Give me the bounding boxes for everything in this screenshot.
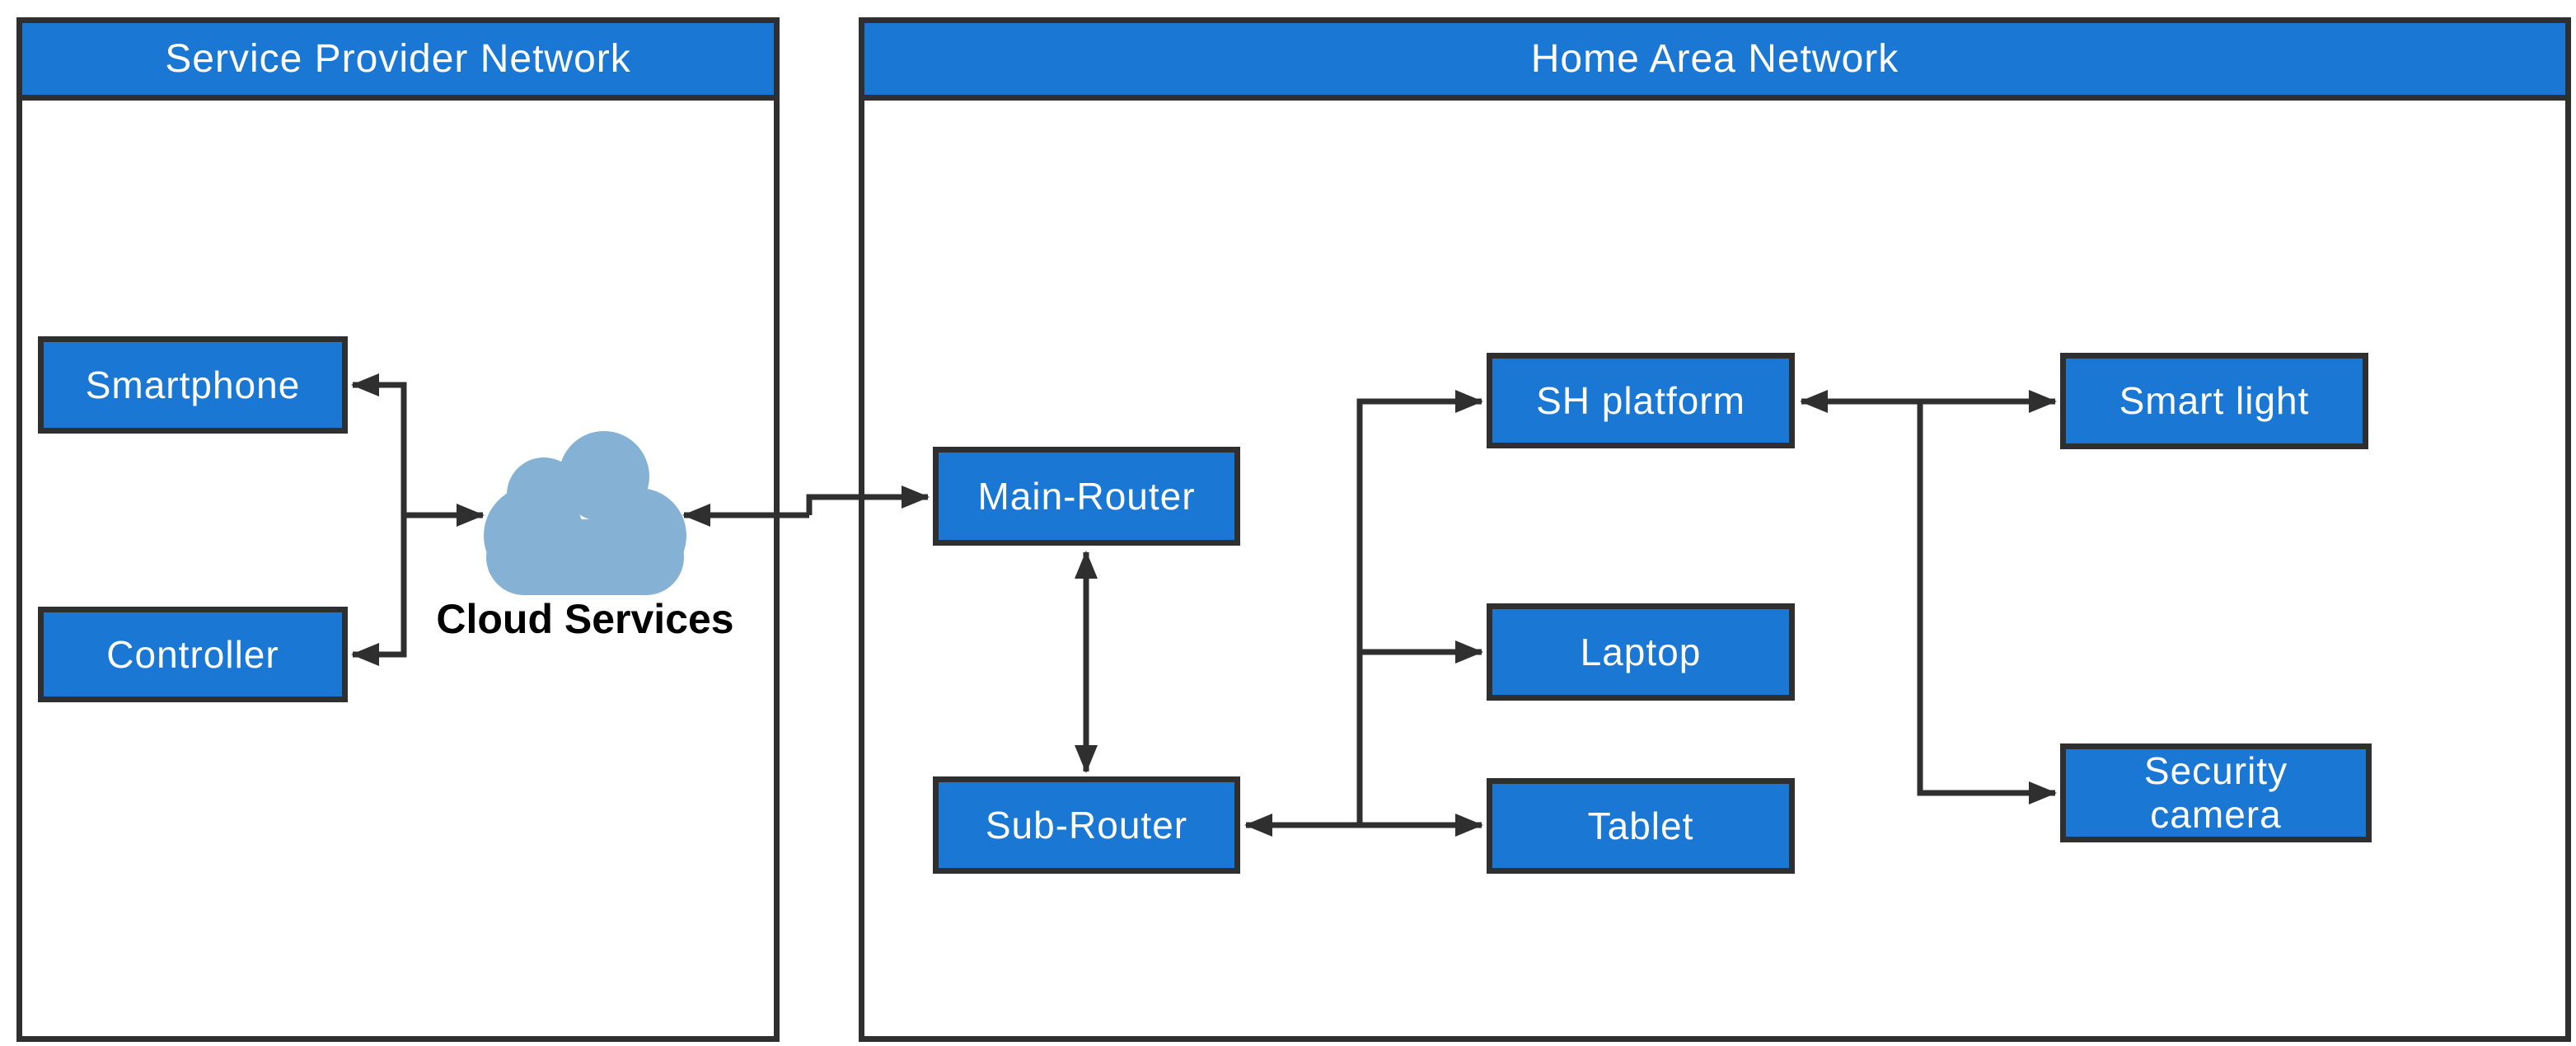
node-tablet: Tablet (1487, 778, 1795, 874)
connector-cloud_to_main_router (806, 485, 930, 515)
node-smart-light: Smart light (2060, 353, 2368, 449)
connector-cloud_to_controller (351, 515, 407, 666)
connector-cloud_to_smartphone (351, 373, 407, 515)
connector-junction_to_security_camera (1917, 401, 2057, 804)
node-label: Tablet (1587, 804, 1694, 847)
container-header-service-provider: Service Provider Network (22, 23, 774, 101)
connector-junction_to_sh_platform (1356, 390, 1483, 825)
container-title: Home Area Network (1530, 37, 1899, 81)
node-label: Smart light (2119, 379, 2310, 423)
container-header-home-area: Home Area Network (864, 23, 2565, 101)
node-label: Smartphone (85, 363, 301, 406)
node-label: Controller (106, 632, 279, 676)
container-title: Service Provider Network (165, 37, 631, 81)
node-label: Sub-Router (985, 803, 1188, 847)
node-security-camera: Security camera (2060, 743, 2372, 842)
node-label: SH platform (1536, 378, 1745, 422)
node-main-router: Main-Router (933, 447, 1240, 546)
node-laptop: Laptop (1487, 603, 1795, 701)
edge-group (351, 373, 2057, 837)
cloud-services-label: Cloud Services (436, 596, 734, 642)
node-sh-platform: SH platform (1487, 353, 1795, 448)
node-smartphone: Smartphone (38, 336, 348, 434)
node-controller: Controller (38, 607, 348, 702)
node-label: Main-Router (977, 474, 1196, 518)
node-label: Laptop (1580, 630, 1702, 673)
node-sub-router: Sub-Router (933, 776, 1240, 874)
node-label: Security camera (2143, 749, 2288, 836)
